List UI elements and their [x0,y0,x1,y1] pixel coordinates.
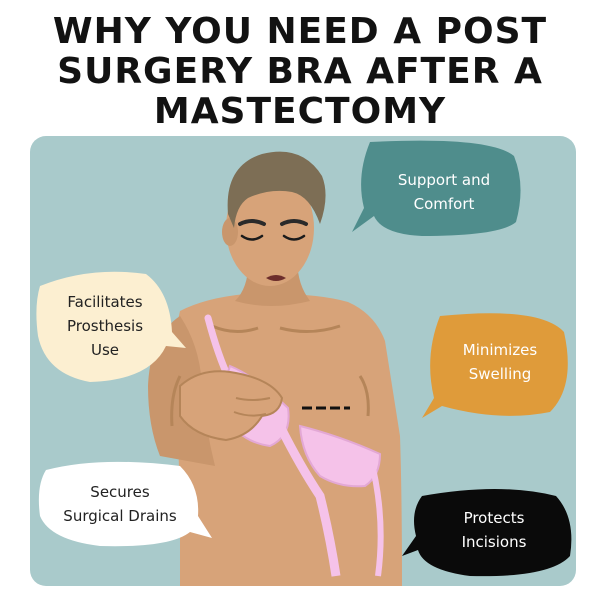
title-line-2: SURGERY BRA AFTER A [57,51,543,92]
title-line-3: MASTECTOMY [153,91,447,132]
prosthesis-bubble [36,271,187,382]
drains-bubble-text: Secures Surgical Drains [44,480,196,528]
incisions-line-2: Incisions [461,533,527,551]
left-brow [238,219,266,226]
page-title: WHY YOU NEED A POST SURGERY BRA AFTER A … [0,12,600,132]
head [226,170,314,286]
prosthesis-line-2: Prosthesis [66,317,144,335]
incisions-bubble-text: Protects Incisions [424,506,564,554]
prosthesis-line-1: Facilitates [67,293,143,311]
title-line-1: WHY YOU NEED A POST [52,11,548,52]
drains-bubble [38,461,212,547]
illustration [30,136,576,586]
swelling-bubble [422,313,568,418]
hand [179,370,284,442]
illustration-panel: Support and Comfort Facilitates Prosthes… [30,136,576,586]
mouth [266,275,286,281]
support-bubble [352,140,521,236]
ribs-shading [358,375,370,417]
prosthesis-line-3: Use [90,341,120,359]
right-brow [280,219,308,226]
support-line-2: Comfort [413,195,475,213]
finger-line [235,397,271,401]
support-bubble-text: Support and Comfort [364,168,524,216]
left-eye [240,234,264,241]
incisions-bubble [402,489,572,577]
right-eye [282,234,306,241]
swelling-line-2: Swelling [468,365,532,383]
incisions-line-1: Protects [463,509,525,527]
hair [227,151,326,228]
ear [222,218,238,246]
support-line-1: Support and [397,171,491,189]
swelling-bubble-text: Minimizes Swelling [430,338,570,386]
drains-line-1: Secures [90,483,150,501]
finger-line-2 [233,411,267,417]
swelling-line-1: Minimizes [462,341,538,359]
collarbone-shading [211,324,259,333]
ribs-shading-left [170,375,182,427]
collarbone-shading-right [279,324,341,333]
drains-line-2: Surgical Drains [63,507,177,525]
prosthesis-bubble-text: Facilitates Prosthesis Use [40,290,170,362]
